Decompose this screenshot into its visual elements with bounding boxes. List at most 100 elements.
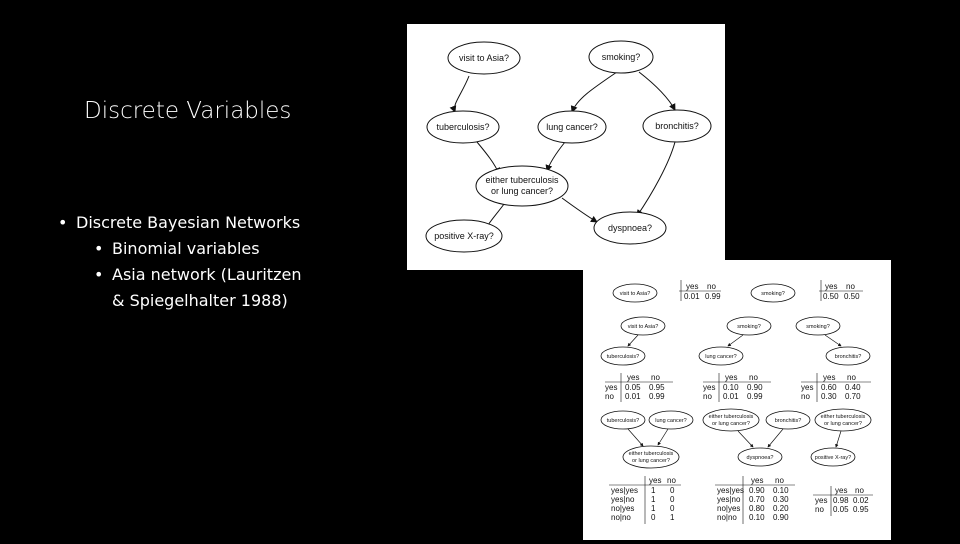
table-cell: yes (815, 496, 827, 505)
bullet-item: •Asia network (Lauritzen (58, 262, 301, 288)
table-cell: 0.10 (773, 486, 789, 495)
cpt-node-bronchitis (765, 410, 811, 430)
cpt-node-label: bronchitis? (775, 418, 802, 424)
cpt-node-label: positive X-ray? (815, 455, 851, 461)
table-cell: yes (801, 383, 813, 392)
cpt-node-bronchitis (825, 346, 871, 366)
table-cell: 0 (651, 513, 656, 522)
table-cell: 0.90 (747, 383, 763, 392)
table-cell: 0.99 (649, 392, 665, 401)
table-cell: yes|no (611, 495, 635, 504)
table-cell: no|no (611, 513, 631, 522)
table-header: no (855, 486, 864, 495)
network-edges (449, 71, 676, 231)
asia-network-diagram: visit to Asia? smoking? tuberculosis? lu… (407, 24, 725, 270)
bullet-item: •Binomial variables (58, 236, 301, 262)
node-lung-cancer (537, 110, 607, 144)
table-cell: 0.30 (821, 392, 837, 401)
node-either (475, 165, 569, 207)
cpt-node-either (702, 408, 760, 432)
table-cell: 0.05 (833, 505, 849, 514)
network-nodes (425, 40, 712, 253)
node-label: either tuberculosis (485, 175, 559, 185)
node-label: bronchitis? (655, 121, 699, 131)
cpt-node-label: or lung cancer? (824, 421, 862, 427)
node-label: lung cancer? (546, 122, 598, 132)
table-cell: 1 (651, 495, 656, 504)
table-cell: 0.99 (747, 392, 763, 401)
table-cell: 0 (670, 495, 675, 504)
table-cell: 0.01 (723, 392, 739, 401)
table-header: no (846, 282, 855, 291)
table-header: yes (725, 373, 737, 382)
table-cell: 0.60 (821, 383, 837, 392)
table-cell: yes (605, 383, 617, 392)
node-label: positive X-ray? (434, 231, 494, 241)
table-cell: no (815, 505, 824, 514)
cpt-node-label: tuberculosis? (607, 418, 639, 424)
cpt-node-label: lung cancer? (705, 354, 737, 360)
table-cell: 0.95 (649, 383, 665, 392)
node-label: dyspnoea? (608, 223, 652, 233)
node-tuberculosis (426, 110, 500, 144)
table-header: no (775, 476, 784, 485)
cpt-node-label: smoking? (737, 324, 761, 330)
table-cell: 0.80 (749, 504, 765, 513)
table-cell: no|no (717, 513, 737, 522)
table-header: yes (751, 476, 763, 485)
table-cell: 0 (670, 486, 675, 495)
cpt-panel: visit to Asia? smoking? visit to Asia? t… (583, 260, 891, 540)
table-header: yes (825, 282, 837, 291)
table-cell: 1 (651, 504, 656, 513)
cpt-node-label: either tuberculosis (709, 414, 754, 420)
table-cell: 0.10 (749, 513, 765, 522)
bullet-dot-icon: • (94, 265, 104, 284)
cpt-node-label: lung cancer? (655, 418, 687, 424)
bullet-dot-icon: • (58, 213, 68, 232)
cpt-svg: visit to Asia? smoking? visit to Asia? t… (600, 280, 873, 524)
node-smoking (588, 40, 654, 74)
node-visit-asia (447, 41, 521, 75)
node-dyspnoea (593, 211, 667, 245)
table-header: no (667, 476, 676, 485)
table-cell: 0.40 (845, 383, 861, 392)
table-header: no (651, 373, 660, 382)
table-cell: yes (703, 383, 715, 392)
table-header: no (847, 373, 856, 382)
table-cell: 1 (670, 513, 675, 522)
cpt-node-smoking (795, 316, 841, 336)
table-cell: no|yes (611, 504, 634, 513)
table-header: no (707, 282, 716, 291)
table-cell: 0.50 (823, 292, 839, 301)
node-bronchitis (642, 109, 712, 143)
node-xray (425, 219, 503, 253)
bullet-text: & Spiegelhalter 1988) (112, 291, 288, 310)
table-cell: no (605, 392, 614, 401)
cpt-node-asia (612, 283, 658, 303)
table-cell: 0.01 (684, 292, 700, 301)
cpt-node-smoking (726, 316, 772, 336)
bullet-item: •Discrete Bayesian Networks (58, 210, 301, 236)
table-cell: 0.20 (773, 504, 789, 513)
table-cell: 0.99 (705, 292, 721, 301)
cpt-node-lung (648, 410, 694, 430)
table-cell: 1 (651, 486, 656, 495)
cpt-node-label: dyspnoea? (747, 455, 774, 461)
table-cell: 0.95 (853, 505, 869, 514)
node-label: visit to Asia? (459, 53, 509, 63)
table-cell: no (801, 392, 810, 401)
table-cell: 0.30 (773, 495, 789, 504)
bullet-list: •Discrete Bayesian Networks •Binomial va… (58, 210, 301, 314)
table-cell: 0.70 (749, 495, 765, 504)
table-header: yes (686, 282, 698, 291)
table-cell: no|yes (717, 504, 740, 513)
table-header: yes (835, 486, 847, 495)
table-cell: yes|yes (611, 486, 638, 495)
cpt-node-tuberculosis (600, 346, 646, 366)
cpt-node-xray (810, 447, 856, 467)
table-cell: no (703, 392, 712, 401)
bullet-dot-icon: • (94, 239, 104, 258)
cpt-node-label: smoking? (761, 291, 785, 297)
slide-title: Discrete Variables (84, 98, 292, 124)
cpt-node-dyspnoea (737, 447, 783, 467)
